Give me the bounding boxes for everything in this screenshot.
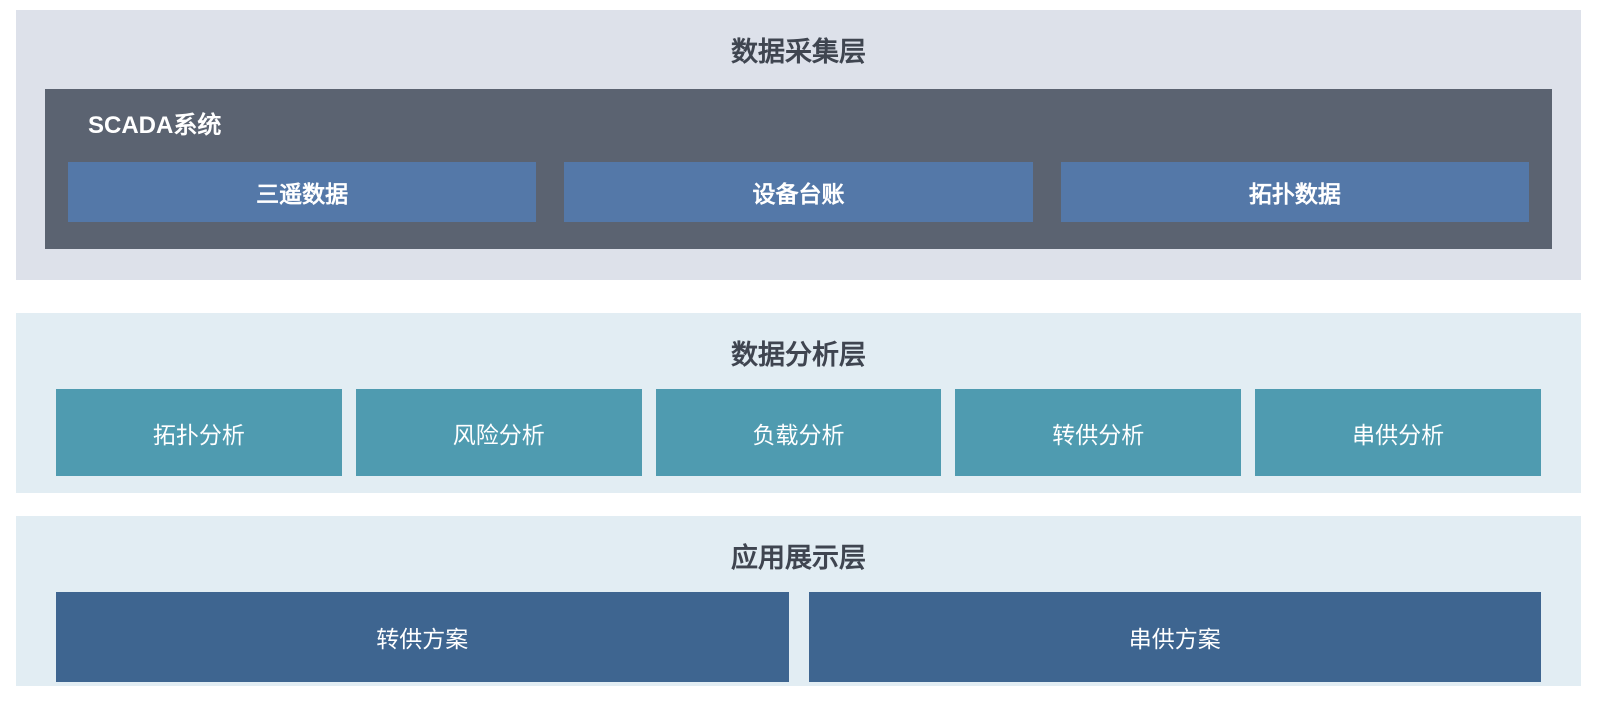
box-risk-analysis: 风险分析 <box>355 389 642 476</box>
layer-data-collection: 数据采集层 SCADA系统 三遥数据 设备台账 拓扑数据 <box>16 10 1581 280</box>
analysis-items-row: 拓扑分析 风险分析 负载分析 转供分析 串供分析 <box>16 389 1581 476</box>
box-telemetry-data: 三遥数据 <box>68 162 537 222</box>
scada-system-box: SCADA系统 三遥数据 设备台账 拓扑数据 <box>45 89 1552 249</box>
layer-title-application-display: 应用展示层 <box>731 543 866 573</box>
layer-application-display: 应用展示层 转供方案 串供方案 <box>16 516 1581 686</box>
layer-title-data-collection: 数据采集层 <box>731 37 866 67</box>
box-equipment-ledger: 设备台账 <box>564 162 1033 222</box>
architecture-diagram: 数据采集层 SCADA系统 三遥数据 设备台账 拓扑数据 数据分析层 拓扑分析 … <box>16 0 1581 686</box>
application-items-row: 转供方案 串供方案 <box>16 592 1581 682</box>
box-topology-data: 拓扑数据 <box>1060 162 1529 222</box>
box-series-supply-plan: 串供方案 <box>808 592 1541 682</box>
scada-system-label: SCADA系统 <box>88 112 222 139</box>
box-topology-analysis: 拓扑分析 <box>56 389 342 476</box>
layer-data-analysis: 数据分析层 拓扑分析 风险分析 负载分析 转供分析 串供分析 <box>16 313 1581 493</box>
layer-title-data-analysis: 数据分析层 <box>731 340 866 370</box>
box-series-supply-analysis: 串供分析 <box>1255 389 1541 476</box>
box-transfer-supply-analysis: 转供分析 <box>955 389 1242 476</box>
box-transfer-supply-plan: 转供方案 <box>56 592 789 682</box>
box-load-analysis: 负载分析 <box>655 389 942 476</box>
scada-items-row: 三遥数据 设备台账 拓扑数据 <box>68 162 1529 222</box>
